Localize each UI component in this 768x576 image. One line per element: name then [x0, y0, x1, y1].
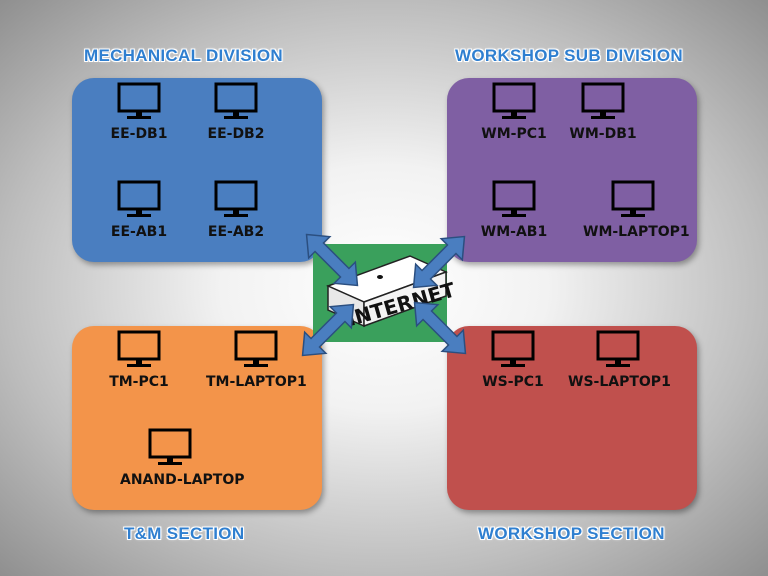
- mechanical-division-panel: [72, 78, 322, 262]
- monitor-icon: [117, 82, 161, 119]
- device-label: EE-AB1: [110, 224, 168, 240]
- device-label: TM-LAPTOP1: [206, 374, 307, 390]
- device-wm-ab1[interactable]: WM-AB1: [464, 180, 564, 240]
- device-label: WM-PC1: [481, 126, 547, 142]
- monitor-icon: [117, 330, 161, 367]
- workshop-sub-division-title: WORKSHOP SUB DIVISION: [455, 46, 683, 65]
- monitor-icon: [596, 330, 640, 367]
- device-label: WM-DB1: [569, 126, 637, 142]
- device-label: EE-AB2: [207, 224, 265, 240]
- tm-section-title: T&M SECTION: [124, 524, 245, 543]
- arrow-to-tm: [301, 303, 355, 357]
- device-wm-laptop1[interactable]: WM-LAPTOP1: [583, 180, 690, 240]
- workshop-section-panel: [447, 326, 697, 510]
- monitor-icon: [214, 82, 258, 119]
- device-ee-db1[interactable]: EE-DB1: [89, 82, 189, 142]
- device-label: TM-PC1: [109, 374, 169, 390]
- monitor-icon: [491, 330, 535, 367]
- device-label: WS-LAPTOP1: [568, 374, 671, 390]
- device-tm-laptop1[interactable]: TM-LAPTOP1: [206, 330, 307, 390]
- arrow-to-workshop: [413, 301, 467, 355]
- device-ee-ab1[interactable]: EE-AB1: [89, 180, 189, 240]
- monitor-icon: [214, 180, 258, 217]
- tm-section-panel: [72, 326, 322, 510]
- device-wm-pc1[interactable]: WM-PC1: [464, 82, 564, 142]
- device-anand-laptop[interactable]: ANAND-LAPTOP: [120, 428, 245, 488]
- device-label: EE-DB2: [207, 126, 265, 142]
- monitor-icon: [492, 82, 536, 119]
- workshop-sub-division-panel: [447, 78, 697, 262]
- arrow-to-mechanical: [305, 233, 359, 287]
- device-label: ANAND-LAPTOP: [120, 472, 245, 488]
- device-label: EE-DB1: [110, 126, 168, 142]
- monitor-icon: [234, 330, 278, 367]
- device-label: WM-AB1: [480, 224, 548, 240]
- device-tm-pc1[interactable]: TM-PC1: [89, 330, 189, 390]
- device-label: WM-LAPTOP1: [583, 224, 690, 240]
- monitor-icon: [148, 428, 192, 465]
- monitor-icon: [492, 180, 536, 217]
- arrow-to-workshop-sub: [412, 235, 466, 289]
- device-ee-db2[interactable]: EE-DB2: [186, 82, 286, 142]
- monitor-icon: [611, 180, 655, 217]
- device-ws-laptop1[interactable]: WS-LAPTOP1: [568, 330, 671, 390]
- device-ws-pc1[interactable]: WS-PC1: [463, 330, 563, 390]
- mechanical-division-title: MECHANICAL DIVISION: [84, 46, 284, 65]
- monitor-icon: [117, 180, 161, 217]
- workshop-section-title: WORKSHOP SECTION: [478, 524, 665, 543]
- device-label: WS-PC1: [482, 374, 544, 390]
- device-wm-db1[interactable]: WM-DB1: [553, 82, 653, 142]
- device-ee-ab2[interactable]: EE-AB2: [186, 180, 286, 240]
- monitor-icon: [581, 82, 625, 119]
